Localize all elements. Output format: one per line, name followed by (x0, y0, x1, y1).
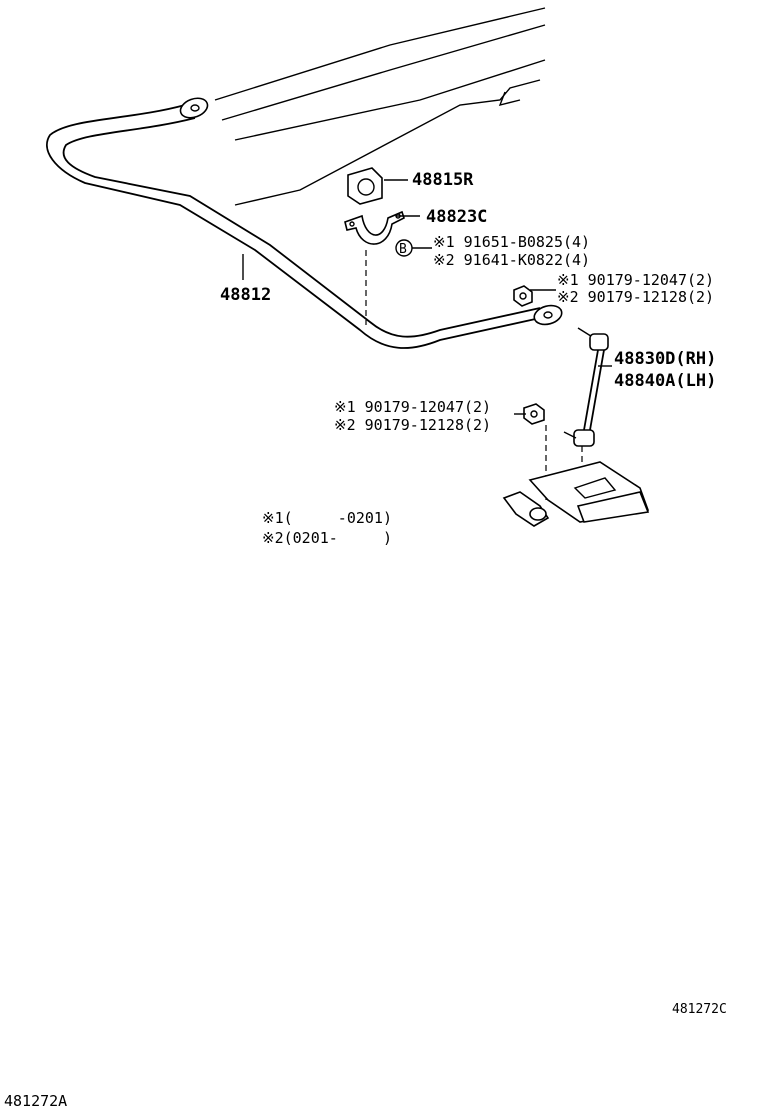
label-link-lh: 48840A(LH) (614, 371, 716, 391)
upper-link-nut (513, 285, 533, 307)
label-link-rh: 48830D(RH) (614, 349, 716, 369)
lower-arm-bracket (502, 461, 650, 527)
label-bar: 48812 (220, 285, 271, 305)
stabilizer-link (563, 327, 609, 447)
label-upper-nut-1: ※1 90179-12047(2) (557, 271, 714, 289)
bushing-bracket (344, 210, 405, 245)
bolt-ref-marker: B (399, 242, 407, 257)
label-lower-nut-1: ※1 90179-12047(2) (334, 398, 491, 416)
lower-link-nut (523, 403, 545, 425)
stabilizer-bar (46, 97, 563, 349)
leader-lines (242, 179, 612, 415)
label-upper-nut-2: ※2 90179-12128(2) (557, 288, 714, 306)
label-bushing: 48815R (412, 170, 474, 190)
vehicle-frame-outline (214, 7, 546, 206)
stabilizer-bushing (347, 167, 383, 205)
label-lower-nut-2: ※2 90179-12128(2) (334, 416, 491, 434)
label-bolt-1: ※1 91651-B0825(4) (433, 233, 590, 251)
note-period-1: ※1( -0201) (262, 509, 392, 527)
note-period-2: ※2(0201- ) (262, 529, 392, 547)
bolt-ref-circle (395, 239, 413, 257)
diagram-code-inner: 481272C (672, 1002, 727, 1017)
label-bracket: 48823C (426, 207, 487, 227)
diagram-code-outer: 481272A (4, 1092, 67, 1110)
label-bolt-2: ※2 91641-K0822(4) (433, 251, 590, 269)
